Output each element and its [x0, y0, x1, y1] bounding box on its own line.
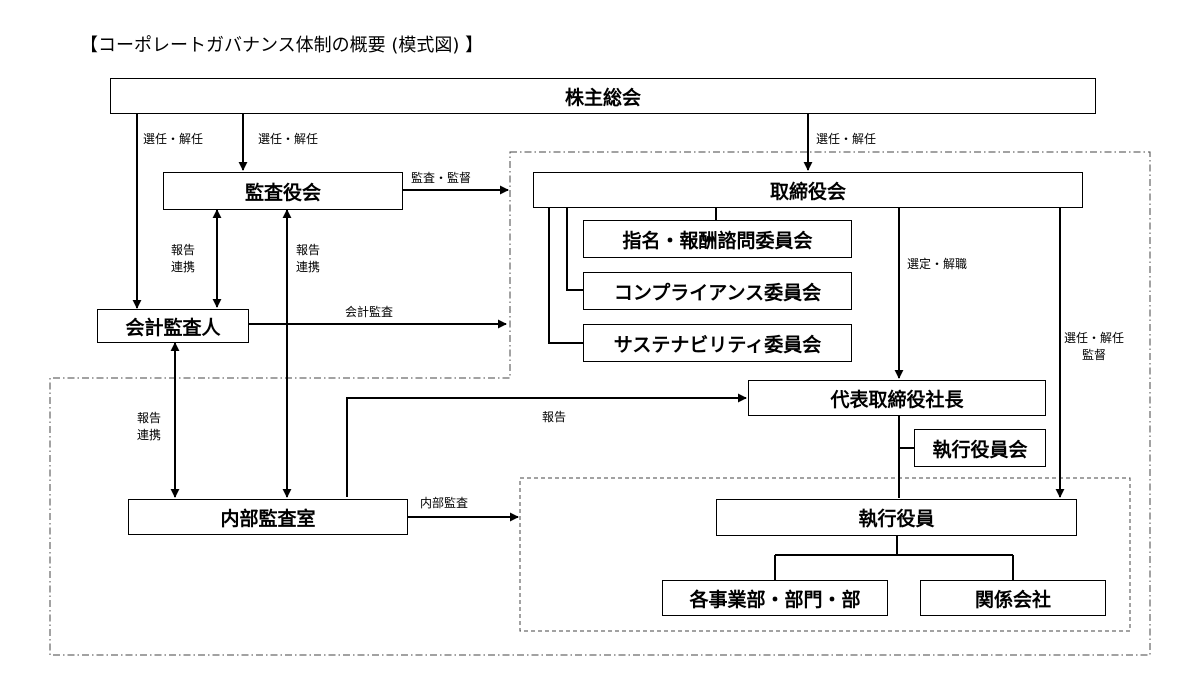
label-report-to-representative: 報告 — [542, 410, 567, 424]
label-appoint-dismiss-supervise: 選任・解任 監督 — [1064, 330, 1124, 364]
label-report: 報告 — [171, 243, 196, 257]
label-select-dismiss: 選定・解職 — [907, 257, 968, 271]
label-appoint-dismiss-board: 選任・解任 — [816, 132, 877, 146]
arrow-internal-audit-report — [346, 393, 747, 497]
label-cooperate: 連携 — [137, 428, 162, 442]
board-of-directors-box: 取締役会 — [533, 172, 1083, 208]
audit-board-box: 監査役会 — [163, 172, 403, 210]
executive-committee-box: 執行役員会 — [914, 429, 1046, 467]
label-cooperate: 連携 — [296, 260, 321, 274]
governance-group-outline — [49, 151, 1151, 656]
label-appoint-dismiss-accounting-auditor: 選任・解任 — [143, 132, 204, 146]
execution-group-outline — [519, 477, 1131, 632]
representative-director-box: 代表取締役社長 — [748, 380, 1046, 416]
label-accounting-audit: 会計監査 — [345, 305, 394, 319]
accounting-auditor-box: 会計監査人 — [97, 309, 249, 343]
line-board-to-sustainability — [548, 208, 583, 344]
nomination-committee-box: 指名・報酬諮問委員会 — [583, 220, 852, 258]
label-report: 報告 — [296, 243, 321, 257]
label-report-cooperate-accounting-internal: 報告 連携 — [137, 410, 161, 444]
label-audit-supervise: 監査・監督 — [411, 171, 472, 185]
line-board-to-compliance — [566, 208, 583, 291]
label-report-cooperate-audit-internal: 報告 連携 — [296, 242, 320, 276]
compliance-committee-box: コンプライアンス委員会 — [583, 272, 852, 310]
label-report-cooperate-audit-accounting: 報告 連携 — [171, 242, 195, 276]
label-appoint-dismiss-audit-board: 選任・解任 — [258, 132, 319, 146]
label-appoint-dismiss: 選任・解任 — [1064, 331, 1125, 345]
affiliated-companies-box: 関係会社 — [920, 580, 1106, 616]
business-divisions-box: 各事業部・部門・部 — [662, 580, 888, 616]
sustainability-committee-box: サステナビリティ委員会 — [583, 324, 852, 362]
shareholders-meeting-box: 株主総会 — [110, 78, 1096, 114]
diagram-title: 【コーポレートガバナンス体制の概要 (模式図) 】 — [80, 35, 484, 56]
internal-audit-office-box: 内部監査室 — [128, 499, 408, 535]
label-cooperate: 連携 — [171, 260, 196, 274]
label-supervise: 監督 — [1082, 348, 1107, 362]
executive-officers-box: 執行役員 — [716, 499, 1077, 536]
label-report: 報告 — [137, 411, 162, 425]
label-internal-audit: 内部監査 — [420, 496, 469, 510]
